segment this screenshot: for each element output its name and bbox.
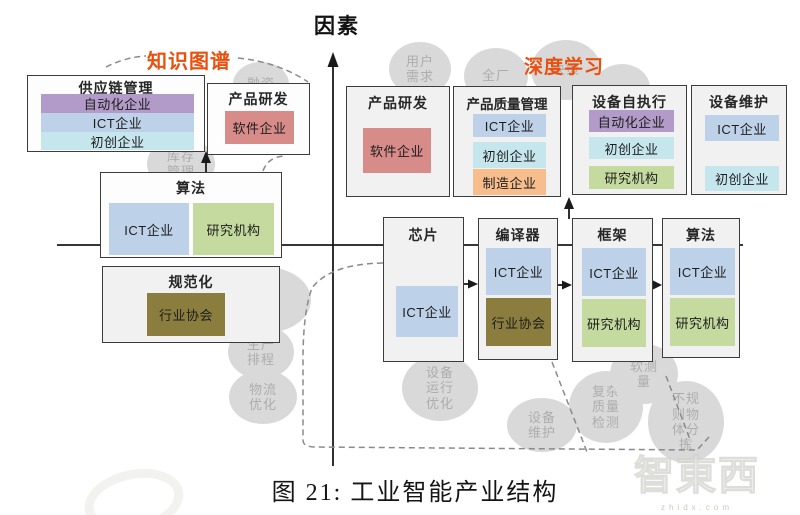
bar-research-institute: 研究机构 xyxy=(582,299,646,347)
bar-startup-company: 初创企业 xyxy=(473,142,546,168)
box-product-rd-kg: 产品研发 软件企业 xyxy=(207,83,310,155)
bar-manufacturing-company: 制造企业 xyxy=(473,169,546,195)
box-framework: 框架 ICT企业 研究机构 xyxy=(572,218,653,362)
label-knowledge-graph: 知识图谱 xyxy=(147,51,231,73)
box-title: 设备维护 xyxy=(709,94,769,110)
y-axis-label: 因素 xyxy=(314,15,360,38)
bar-research-institute: 研究机构 xyxy=(193,203,274,255)
box-title: 算法 xyxy=(176,180,206,196)
box-compiler: 编译器 ICT企业 行业协会 xyxy=(478,218,558,360)
box-title: 规范化 xyxy=(168,274,214,290)
bar-startup-company: 初创企业 xyxy=(589,137,674,159)
arrow-framework-to-algorithm-head xyxy=(653,280,662,290)
bar-ict-company: ICT企业 xyxy=(670,248,735,295)
bar-automation-company: 自动化企业 xyxy=(41,94,194,113)
box-title: 框架 xyxy=(597,227,628,243)
box-equipment-maintenance: 设备维护 ICT企业 初创企业 xyxy=(691,85,787,195)
arrow-up-middle-head xyxy=(564,197,574,209)
bar-ict-company: ICT企业 xyxy=(473,114,546,137)
bar-software-company: 软件企业 xyxy=(363,128,431,173)
bar-startup-company: 初创企业 xyxy=(41,132,194,150)
box-title: 产品研发 xyxy=(228,91,289,107)
bar-software-company: 软件企业 xyxy=(225,111,294,144)
bar-automation-company: 自动化企业 xyxy=(589,110,674,132)
bar-industry-association: 行业协会 xyxy=(486,298,551,346)
arrow-compiler-to-framework-head xyxy=(562,280,572,290)
bubble-equipment-maintenance: 设备 维护 xyxy=(507,398,577,452)
bar-ict-company: ICT企业 xyxy=(41,113,194,132)
box-title: 产品研发 xyxy=(368,95,428,111)
bar-startup-company: 初创企业 xyxy=(705,166,779,191)
bar-ict-company: ICT企业 xyxy=(396,286,458,337)
bar-ict-company: ICT企业 xyxy=(705,115,779,141)
box-supply-chain-mgmt: 供应链管理 自动化企业 ICT企业 初创企业 xyxy=(27,75,205,152)
kg-dashed-arc-lower xyxy=(262,155,285,172)
dashed-diagonal-right xyxy=(665,375,692,443)
bar-research-institute: 研究机构 xyxy=(589,166,674,189)
box-standardization: 规范化 行业协会 xyxy=(102,266,280,343)
bar-ict-company: ICT企业 xyxy=(109,203,189,255)
arrow-up-left-head xyxy=(201,151,211,163)
box-product-rd-dl: 产品研发 软件企业 xyxy=(346,86,450,197)
box-title: 产品质量管理 xyxy=(466,97,548,112)
dashed-diagonal-left xyxy=(551,361,588,453)
box-product-quality-mgmt: 产品质量管理 ICT企业 初创企业 制造企业 xyxy=(453,86,561,197)
box-title: 设备自执行 xyxy=(592,94,667,110)
bar-ict-company: ICT企业 xyxy=(582,248,646,296)
bar-industry-association: 行业协会 xyxy=(147,293,225,336)
figure-caption: 图 21: 工业智能产业结构 xyxy=(271,480,559,506)
box-algorithm-dl: 算法 ICT企业 研究机构 xyxy=(662,218,740,358)
bar-research-institute: 研究机构 xyxy=(670,298,735,346)
box-title: 算法 xyxy=(686,227,716,243)
box-chip: 芯片 ICT企业 xyxy=(383,217,464,362)
y-axis-arrowhead xyxy=(327,52,339,67)
label-deep-learning: 深度学习 xyxy=(524,57,605,78)
box-title: 芯片 xyxy=(408,227,439,243)
box-equipment-self-execution: 设备自执行 自动化企业 初创企业 研究机构 xyxy=(572,85,687,195)
bubble-logistics-optimization: 物流 优化 xyxy=(229,370,297,424)
kg-dashed-arc-left xyxy=(105,55,147,68)
arrow-chip-to-compiler-head xyxy=(468,279,478,289)
box-algorithm-kg: 算法 ICT企业 研究机构 xyxy=(100,172,282,258)
bubble-equipment-operation-optimization: 设备 运行 优化 xyxy=(402,355,478,421)
box-title: 供应链管理 xyxy=(78,80,154,96)
bar-ict-company: ICT企业 xyxy=(486,248,551,295)
box-title: 编译器 xyxy=(495,227,541,243)
